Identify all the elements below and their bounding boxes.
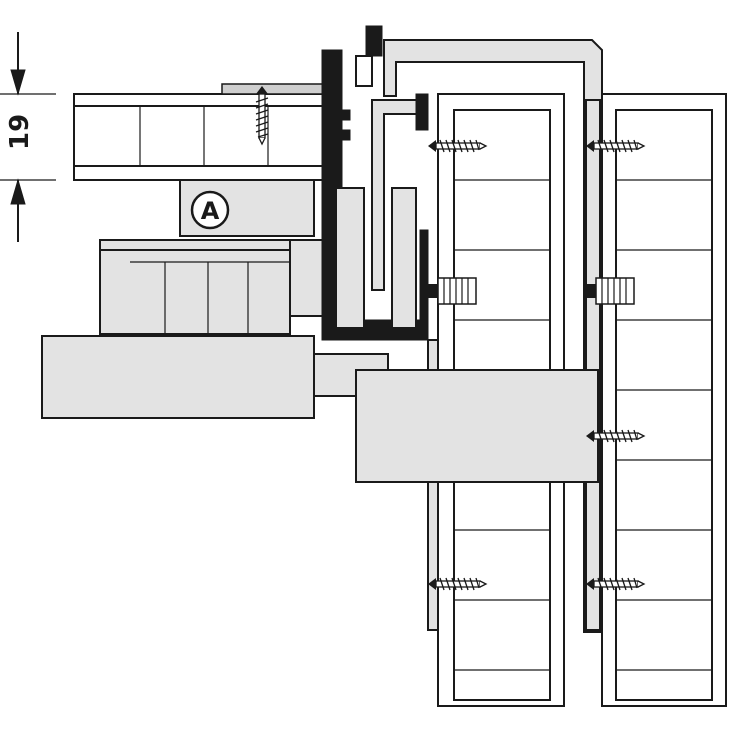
dimension-arrow-top	[10, 69, 26, 96]
dowel-icon	[427, 277, 477, 305]
top-panel	[73, 93, 327, 181]
bracket-block: A	[179, 179, 315, 237]
dimension-value: 19	[5, 114, 35, 150]
outer-door-panel	[601, 93, 727, 707]
track-profile	[321, 25, 429, 341]
side-profile-strips	[427, 99, 601, 631]
callout-label: A	[201, 197, 220, 225]
guide-channel	[371, 39, 603, 633]
runner-housing	[99, 239, 325, 335]
lower-rail-front	[355, 369, 599, 483]
callout-circle	[190, 190, 230, 230]
dimension-annotation: 19	[0, 32, 56, 242]
